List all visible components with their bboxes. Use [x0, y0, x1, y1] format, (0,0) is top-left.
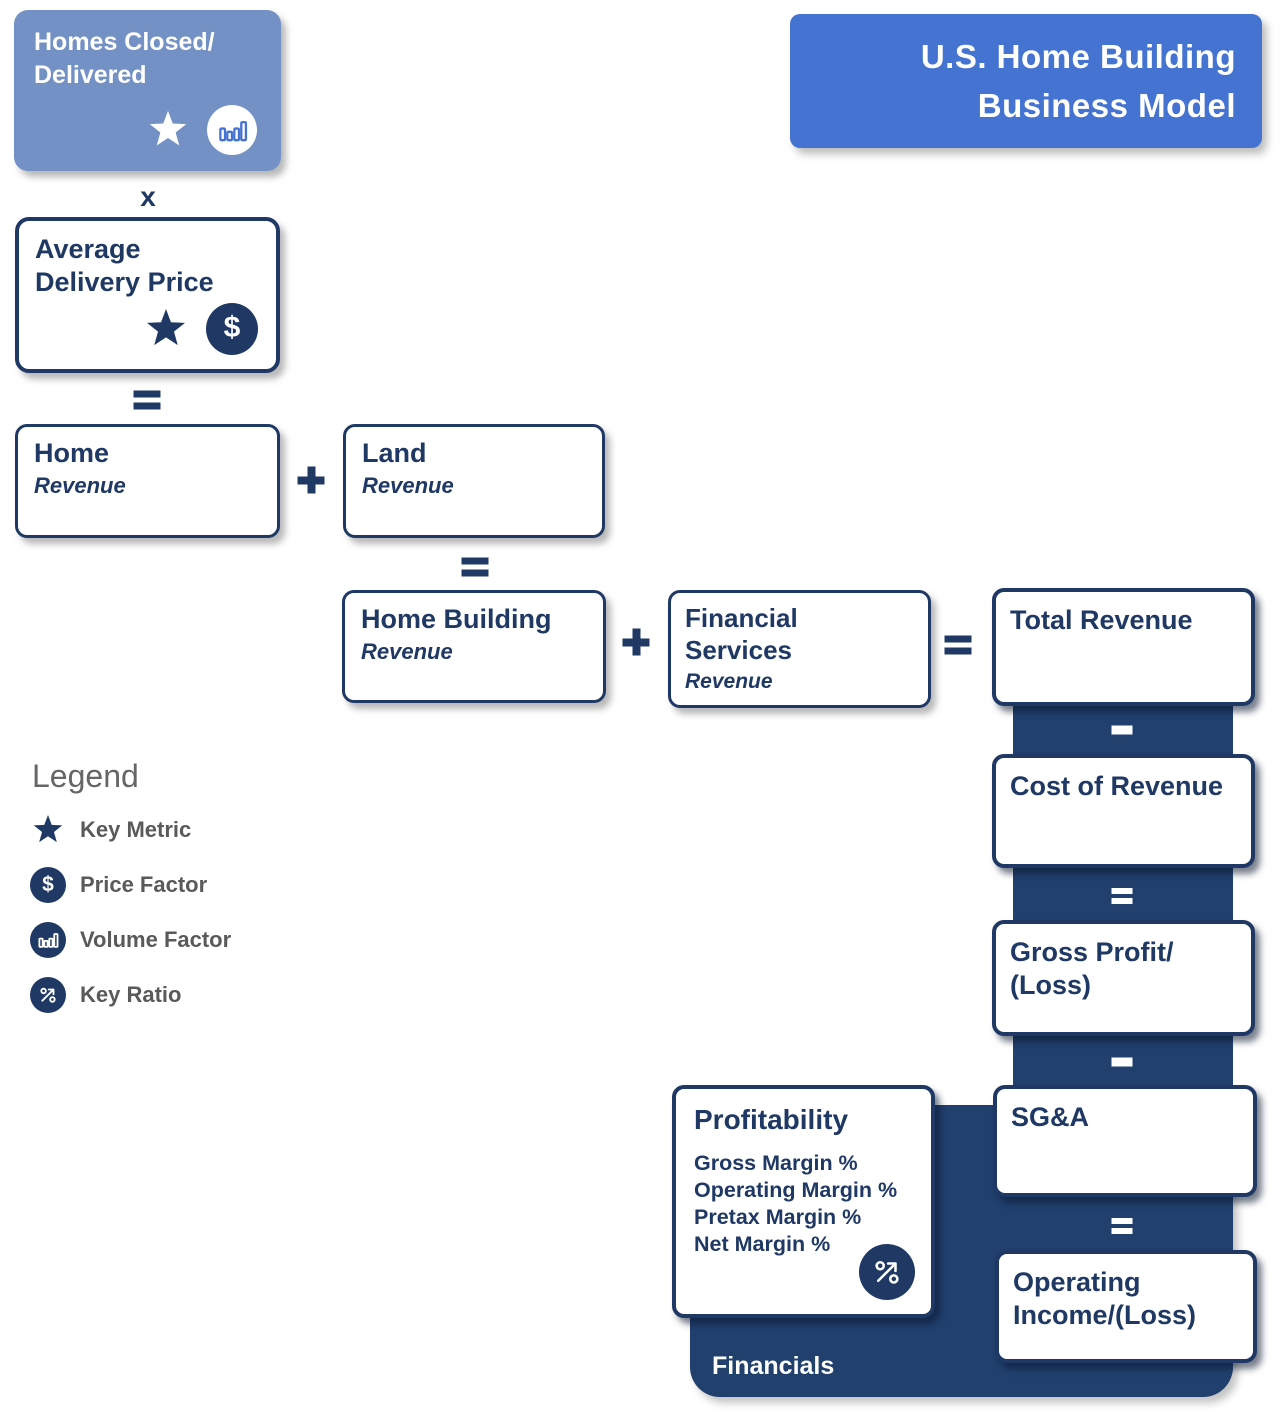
dollar-circle-icon: $ [30, 867, 66, 903]
plus-operator [297, 466, 325, 494]
node-operating-income-loss: Operating Income/(Loss) [995, 1250, 1257, 1363]
node-land-revenue: Land Revenue [343, 424, 605, 538]
legend-item-label: Price Factor [80, 872, 208, 897]
node-label: Homes Closed/ Delivered [34, 28, 215, 89]
node-label: Land [362, 438, 427, 468]
node-label: Total Revenue [1010, 605, 1193, 635]
minus-operator [1111, 725, 1133, 735]
legend-item-label: Volume Factor [80, 927, 232, 952]
legend-item-label: Key Ratio [80, 982, 182, 1007]
node-label: SG&A [1011, 1102, 1090, 1132]
node-sublabel: Revenue [361, 639, 453, 665]
metric-pretax-margin: Pretax Margin % [694, 1204, 862, 1229]
equals-operator [461, 557, 489, 577]
dollar-icon: $ [223, 311, 241, 344]
diagram-title-line2: Business Model [977, 87, 1236, 124]
bar-chart-icon [218, 120, 247, 141]
metric-operating-margin: Operating Margin % [694, 1177, 898, 1202]
dollar-circle-icon: $ [206, 303, 258, 355]
star-icon [33, 815, 63, 843]
minus-operator [1111, 1057, 1133, 1067]
node-label: Gross Profit/ (Loss) [1010, 937, 1174, 1001]
node-homes-closed-delivered: Homes Closed/ Delivered [14, 10, 281, 171]
legend-item-key-metric: Key Metric [30, 812, 191, 848]
dollar-icon: $ [42, 872, 54, 896]
equals-operator [133, 390, 161, 410]
star-icon [146, 309, 186, 346]
legend-item-label: Key Metric [80, 817, 192, 842]
diagram-title: U.S. Home Building Business Model [790, 14, 1262, 148]
legend-title: Legend [32, 758, 139, 794]
node-total-revenue: Total Revenue [992, 588, 1255, 706]
financials-panel-label: Financials [712, 1352, 835, 1380]
node-financial-services-revenue: Financial Services Revenue [668, 590, 931, 708]
node-label: Cost of Revenue [1010, 771, 1224, 801]
bar-chart-icon [38, 933, 59, 948]
equals-operator [1111, 888, 1133, 904]
node-profitability: Profitability Gross Margin % Operating M… [672, 1085, 935, 1318]
percent-arrow-icon [875, 1260, 899, 1284]
metric-net-margin: Net Margin % [694, 1231, 831, 1256]
node-label: Financial Services [685, 603, 798, 665]
node-sublabel: Revenue [685, 670, 773, 694]
profitability-metrics: Gross Margin % Operating Margin % Pretax… [694, 1150, 913, 1258]
percent-arrow-circle-icon [30, 977, 66, 1013]
node-cost-of-revenue: Cost of Revenue [992, 754, 1255, 868]
percent-arrow-icon [40, 987, 56, 1003]
equals-operator [1111, 1218, 1133, 1234]
node-label: Home [34, 438, 110, 468]
node-home-revenue: Home Revenue [15, 424, 280, 538]
bar-chart-circle-icon [30, 922, 66, 958]
equals-operator [944, 635, 972, 655]
plus-operator [622, 628, 650, 656]
node-sublabel: Revenue [362, 473, 454, 499]
bar-chart-circle-icon [207, 105, 257, 155]
legend-item-volume-factor: Volume Factor [30, 922, 231, 958]
node-sublabel: Revenue [34, 473, 126, 499]
node-label: Operating Income/(Loss) [1013, 1267, 1197, 1331]
metric-gross-margin: Gross Margin % [694, 1150, 858, 1175]
node-sga: SG&A [993, 1085, 1257, 1197]
node-label: Home Building [361, 604, 552, 634]
multiply-operator: x [140, 181, 156, 212]
diagram-title-line1: U.S. Home Building [920, 37, 1236, 75]
node-home-building-revenue: Home Building Revenue [342, 590, 606, 703]
percent-arrow-circle-icon [859, 1244, 915, 1300]
node-label: Profitability [694, 1104, 849, 1135]
star-icon [149, 110, 187, 146]
node-gross-profit-loss: Gross Profit/ (Loss) [992, 920, 1255, 1036]
node-label: Average Delivery Price [35, 234, 214, 298]
legend-item-key-ratio: Key Ratio [30, 977, 181, 1013]
legend-item-price-factor: $ Price Factor [30, 867, 207, 903]
node-average-delivery-price: Average Delivery Price $ [15, 217, 280, 373]
